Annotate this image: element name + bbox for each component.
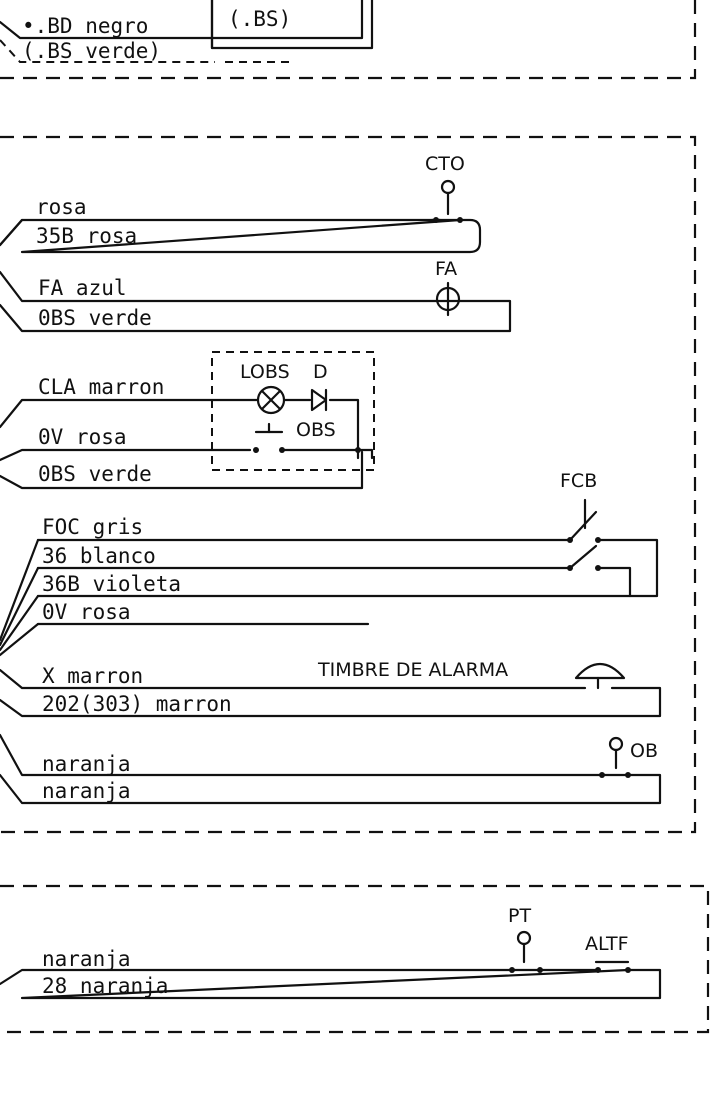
pt-label: PT [508, 905, 531, 927]
cto-label: CTO [425, 153, 465, 175]
wire-pair-ob [0, 733, 662, 805]
wire-cla [0, 398, 360, 460]
top-wire-bs-verde [0, 39, 290, 63]
top-label-bd-negro: •.BD negro [22, 14, 148, 38]
lobs-group: LOBS D OBS CLA marron 0V rosa 0BS verde [0, 351, 375, 490]
alarm-group: TIMBRE DE ALARMA X marron 202(303) marro… [0, 659, 662, 718]
fcb-switch-blade-1 [568, 510, 598, 542]
cto-switch-knob [440, 179, 456, 195]
ob-node-left [599, 772, 605, 778]
label-36-blanco: 36 blanco [42, 544, 156, 568]
altf-label: ALTF [585, 933, 629, 955]
cto-node-right [457, 217, 463, 223]
pt-node-right [537, 967, 543, 973]
bell-icon [574, 663, 626, 680]
altf-node-right [625, 967, 631, 973]
top-label-bs: (.BS) [228, 7, 291, 31]
pt-switch-knob [516, 930, 532, 946]
top-label-bs-verde: (.BS verde) [22, 39, 161, 63]
ob-node-right [625, 772, 631, 778]
fan-wire-2 [0, 566, 40, 647]
label-rosa: rosa [36, 195, 87, 219]
cto-group: CTO rosa 35B rosa [0, 153, 482, 254]
lobs-junction [355, 447, 361, 453]
label-0v-rosa-1: 0V rosa [38, 425, 127, 449]
label-naranja-1: naranja [42, 752, 131, 776]
ob-switch-knob [608, 736, 624, 752]
label-fa-azul: FA azul [38, 276, 127, 300]
lamp-cross-2 [260, 389, 282, 411]
fan-wire-4 [0, 622, 40, 657]
pt-node-left [509, 967, 515, 973]
label-202-303-marron: 202(303) marron [42, 692, 232, 716]
fan-wire-3 [0, 594, 40, 652]
altf-node-left [595, 967, 601, 973]
bottom-section: PT ALTF naranja 28 naranja [0, 884, 710, 1034]
wire-pair-alarm [0, 668, 662, 718]
lobs-label: LOBS [240, 361, 290, 383]
fcb-node-4 [595, 565, 601, 571]
cto-node-left [433, 217, 439, 223]
fcb-node-2 [595, 537, 601, 543]
obs-node-left [253, 447, 259, 453]
label-28-naranja: 28 naranja [42, 974, 168, 998]
main-section: CTO rosa 35B rosa FA FA azul 0BS verde L… [0, 135, 697, 834]
obs-node-right [279, 447, 285, 453]
d-label: D [313, 361, 328, 383]
label-0bs-verde-2: 0BS verde [38, 462, 152, 486]
label-0bs-verde-1: 0BS verde [38, 306, 152, 330]
wire-pair-fa [0, 270, 512, 333]
diode-icon [310, 388, 328, 412]
fa-label: FA [435, 258, 457, 280]
label-naranja-bottom: naranja [42, 947, 131, 971]
fcb-node-1 [567, 537, 573, 543]
ob-label: OB [630, 740, 658, 762]
fcb-label: FCB [560, 470, 597, 492]
label-cla-marron: CLA marron [38, 375, 164, 399]
top-section: •.BD negro (.BS verde) (.BS) [0, 0, 697, 80]
label-foc-gris: FOC gris [42, 515, 143, 539]
fcb-node-3 [567, 565, 573, 571]
label-naranja-2: naranja [42, 779, 131, 803]
ob-group: OB naranja naranja [0, 733, 662, 805]
lobs-dashed-box [211, 351, 375, 471]
wire-36-blanco [36, 566, 632, 598]
fcb-group: FCB FOC gris 36 blanco 36B violeta 0V ro… [0, 470, 659, 657]
wire-pair-bottom [0, 968, 662, 1000]
label-35b-rosa: 35B rosa [36, 224, 137, 248]
fa-group: FA FA azul 0BS verde [0, 258, 512, 333]
alarm-label: TIMBRE DE ALARMA [317, 659, 508, 681]
wire-0v-rosa [0, 448, 374, 462]
top-wire-bd [0, 0, 364, 40]
label-x-marron: X marron [42, 664, 143, 688]
bottom-section-border [0, 884, 710, 1034]
fan-wire-1 [0, 538, 40, 642]
wire-0bs-verde [0, 450, 364, 490]
wire-foc-gris [36, 538, 659, 598]
wire-tail-rosa [0, 218, 24, 247]
fcb-switch-blade-2 [568, 544, 598, 570]
lamp-icon [256, 385, 286, 415]
label-0v-rosa-2: 0V rosa [42, 600, 131, 624]
obs-label: OBS [296, 419, 336, 441]
top-section-border [0, 0, 697, 80]
main-section-border [0, 135, 697, 834]
label-36b-violeta: 36B violeta [42, 572, 181, 596]
